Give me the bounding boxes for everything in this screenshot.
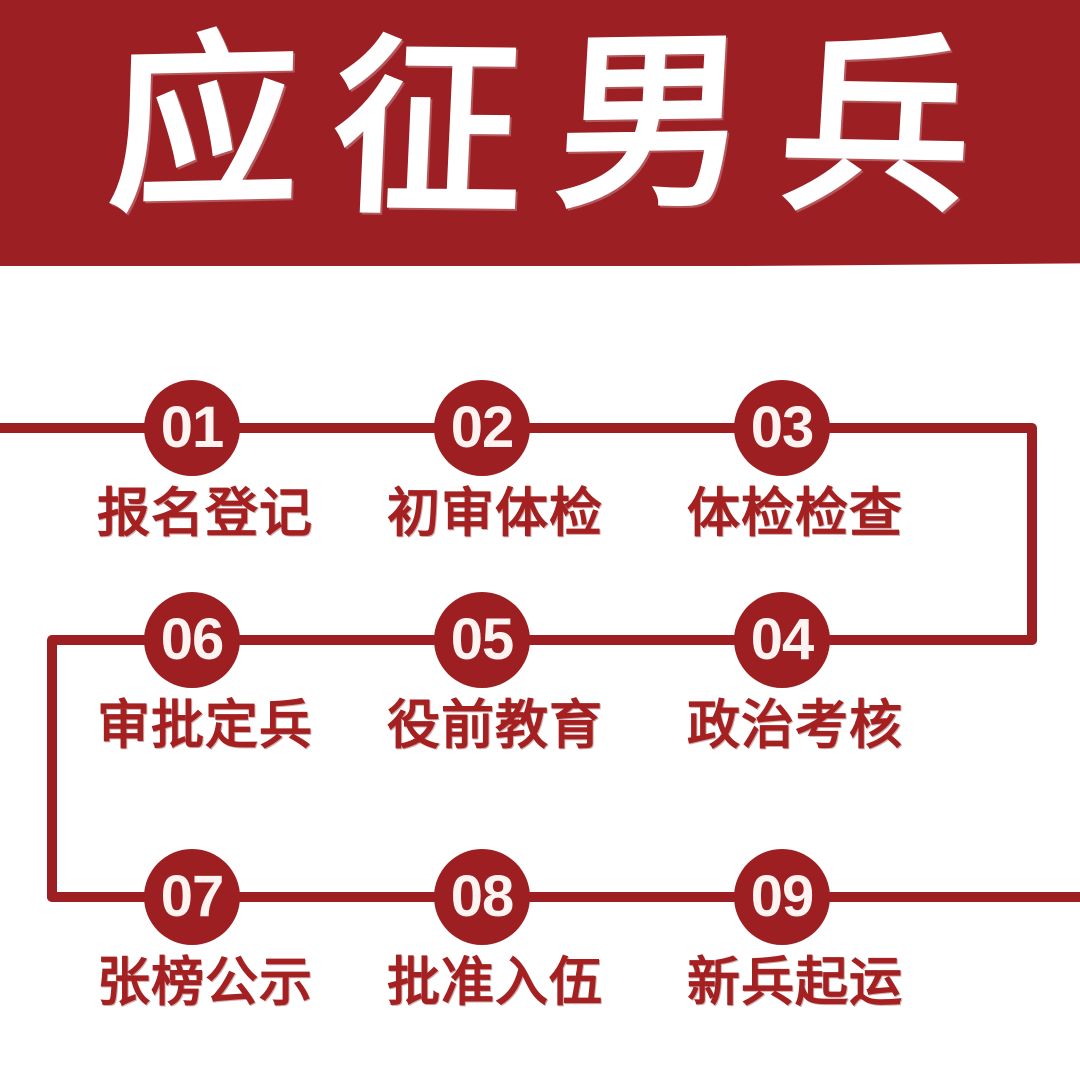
title-char-2: 征 — [327, 16, 528, 241]
flow-step-number: 06 — [144, 592, 240, 688]
flow-step-06[interactable]: 06 审批定兵 — [97, 592, 313, 756]
flow-step-03[interactable]: 03 体检检查 — [687, 380, 903, 544]
flow-step-number: 07 — [144, 849, 240, 945]
flow-step-02[interactable]: 02 初审体检 — [387, 380, 603, 544]
flow-step-label: 审批定兵 — [97, 695, 313, 756]
title-char-4: 兵 — [774, 13, 978, 240]
flow-step-number: 04 — [734, 592, 830, 688]
process-flowchart: 01 报名登记 02 初审体检 03 体检检查 06 审批定兵 05 役前教育 … — [0, 266, 1080, 1080]
flow-step-number: 01 — [144, 380, 240, 476]
flow-step-07[interactable]: 07 张榜公示 — [97, 849, 313, 1013]
title-char-1: 应 — [105, 11, 303, 238]
flow-step-number: 02 — [434, 380, 530, 476]
flow-step-label: 报名登记 — [97, 483, 313, 544]
flow-step-number: 03 — [734, 380, 830, 476]
flow-step-label: 体检检查 — [687, 483, 903, 544]
flow-step-label: 役前教育 — [387, 695, 603, 756]
header-banner: 应 征 男 兵 — [0, 0, 1080, 266]
flow-step-04[interactable]: 04 政治考核 — [687, 592, 903, 756]
flow-step-number: 05 — [434, 592, 530, 688]
flow-step-label: 初审体检 — [387, 483, 603, 544]
flow-step-label: 新兵起运 — [687, 952, 903, 1013]
page-title: 应 征 男 兵 — [0, 0, 1080, 250]
title-char-3: 男 — [550, 9, 754, 236]
flow-step-number: 08 — [434, 849, 530, 945]
flow-step-label: 政治考核 — [687, 695, 903, 756]
flow-step-label: 批准入伍 — [387, 952, 603, 1013]
flow-step-09[interactable]: 09 新兵起运 — [687, 849, 903, 1013]
connector-row2-to-row3 — [47, 635, 1037, 902]
flow-step-05[interactable]: 05 役前教育 — [387, 592, 603, 756]
flow-step-08[interactable]: 08 批准入伍 — [387, 849, 603, 1013]
flow-step-label: 张榜公示 — [97, 952, 313, 1013]
connector-row1-to-row2 — [0, 423, 1037, 645]
flow-step-number: 09 — [734, 849, 830, 945]
flow-step-01[interactable]: 01 报名登记 — [97, 380, 313, 544]
